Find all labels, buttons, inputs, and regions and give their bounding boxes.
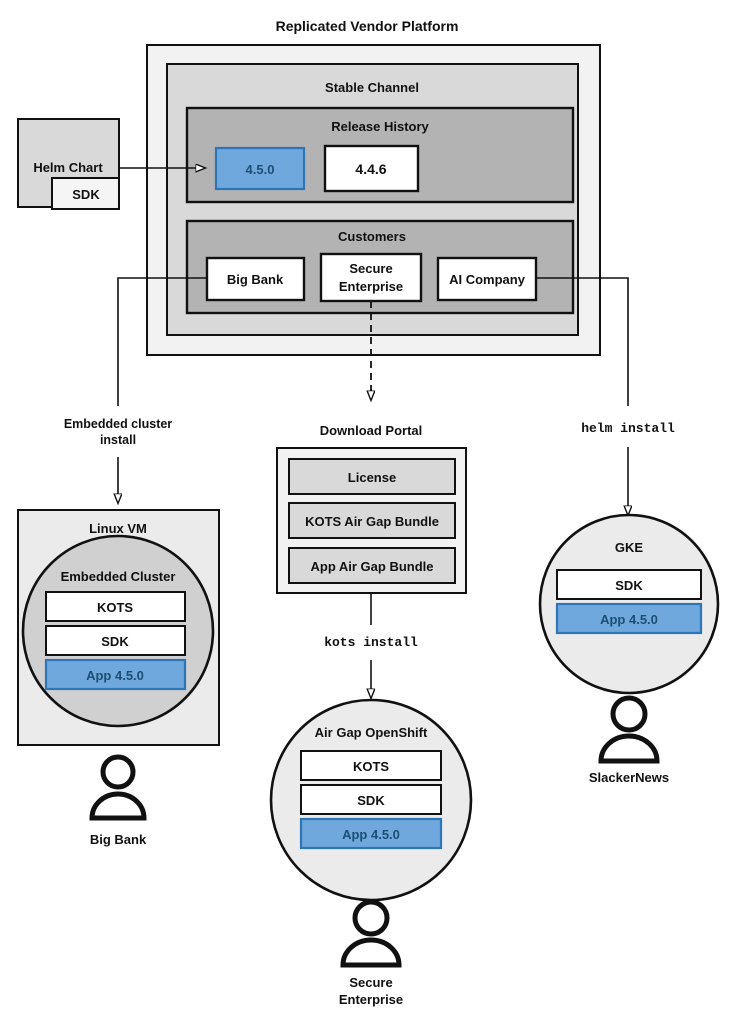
download-portal-title: Download Portal <box>320 423 423 438</box>
edge-label-embedded-cluster-install-line1: Embedded cluster <box>64 417 172 431</box>
download-portal-item-label: KOTS Air Gap Bundle <box>305 514 439 529</box>
release-version-label: 4.5.0 <box>246 162 275 177</box>
target-air-gap-openshift-title: Air Gap OpenShift <box>315 725 428 740</box>
target-gke-title: GKE <box>615 540 644 555</box>
component-app[interactable] <box>555 602 703 635</box>
customer-label: AI Company <box>449 272 526 287</box>
customer-label-line2: Enterprise <box>339 279 403 294</box>
customer-label: Big Bank <box>227 272 284 287</box>
customer-card-big-bank[interactable] <box>205 256 306 302</box>
helm-chart-sdk-label: SDK <box>72 187 100 202</box>
component-kots[interactable] <box>45 591 186 622</box>
embedded-cluster-title: Embedded Cluster <box>61 569 176 584</box>
helm-chart-sdk-badge[interactable] <box>51 177 120 210</box>
customer-card-secure-enterprise[interactable] <box>319 252 423 303</box>
component-label: SDK <box>615 578 643 593</box>
download-portal-item-app-air-gap-bundle[interactable] <box>288 547 456 584</box>
component-label: App 4.5.0 <box>86 668 144 683</box>
release-version-label: 4.4.6 <box>355 161 386 177</box>
user-label-slackernews: SlackerNews <box>589 770 669 785</box>
component-sdk[interactable] <box>300 784 442 815</box>
stable-channel-title: Stable Channel <box>325 80 419 95</box>
component-label: SDK <box>357 793 385 808</box>
release-card-4-5-0[interactable] <box>214 146 306 191</box>
edge-big-bank-to-linux-vm <box>117 277 207 406</box>
component-label: App 4.5.0 <box>342 827 400 842</box>
edge-ai-company-to-gke <box>536 277 629 406</box>
edge-label-helm-install: helm install <box>581 421 675 436</box>
user-icon-slackernews <box>598 695 660 764</box>
download-portal-item-kots-air-gap-bundle[interactable] <box>288 502 456 539</box>
user-label-secure-enterprise-line2: Enterprise <box>339 992 403 1007</box>
user-label-secure-enterprise-line1: Secure <box>349 975 392 990</box>
edge-label-kots-install: kots install <box>324 635 418 650</box>
customers-title: Customers <box>338 229 406 244</box>
release-history-title: Release History <box>331 119 429 134</box>
component-sdk[interactable] <box>45 625 186 656</box>
component-app[interactable] <box>44 658 187 691</box>
component-app[interactable] <box>299 817 443 850</box>
helm-chart-label: Helm Chart <box>33 160 103 175</box>
edge-label-embedded-cluster-install-line2: install <box>100 433 136 447</box>
customer-card-ai-company[interactable] <box>436 256 538 302</box>
component-sdk[interactable] <box>556 569 702 600</box>
download-portal-item-license[interactable] <box>288 458 456 495</box>
component-label: App 4.5.0 <box>600 612 658 627</box>
release-card-4-4-6[interactable] <box>323 144 420 193</box>
page-title: Replicated Vendor Platform <box>276 18 459 34</box>
component-label: KOTS <box>97 600 133 615</box>
customer-label-line1: Secure <box>349 261 392 276</box>
component-kots[interactable] <box>300 750 442 781</box>
user-label-big-bank: Big Bank <box>90 832 147 847</box>
component-label: SDK <box>101 634 129 649</box>
download-portal-item-label: App Air Gap Bundle <box>310 559 433 574</box>
target-linux-vm-title: Linux VM <box>89 521 147 536</box>
download-portal-item-label: License <box>348 470 396 485</box>
user-icon-big-bank <box>89 754 147 821</box>
user-icon-secure-enterprise <box>340 899 402 968</box>
component-label: KOTS <box>353 759 389 774</box>
